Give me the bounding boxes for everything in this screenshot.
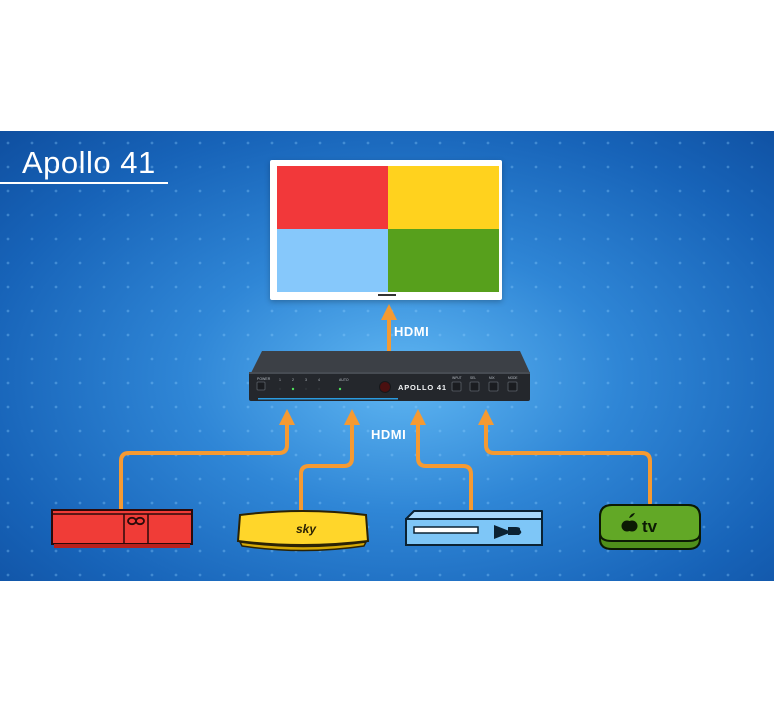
apple-tv: tv [599, 504, 701, 550]
virgin-logo-icon [127, 516, 145, 526]
tv-logo-mark [378, 294, 396, 296]
indicator-label: 2 [292, 378, 294, 382]
screen-quadrant-red [277, 166, 388, 229]
apollo-switcher: POWER 1 2 3 4 AUTO APOLLO 41 INPUT SEL MIX MODE [249, 351, 530, 401]
panel-button [451, 381, 462, 392]
hdmi-input-label: HDMI [371, 427, 407, 442]
indicator-label: 1 [279, 378, 281, 382]
indicator-label: 3 [305, 378, 307, 382]
screen-quadrant-yellow [388, 166, 499, 229]
cable-virgin-box [119, 409, 295, 511]
cable-sky-box [299, 409, 360, 517]
power-button [256, 381, 266, 391]
button-label: INPUT [452, 376, 462, 380]
button-label: SEL [470, 376, 476, 380]
panel-button [469, 381, 480, 392]
apple-logo-icon [621, 513, 638, 532]
tv-display [270, 160, 502, 300]
cable-apple-tv [478, 409, 652, 505]
ir-sensor [379, 381, 391, 393]
indicator-led [317, 387, 321, 391]
hdmi-output-label: HDMI [394, 324, 430, 339]
panel-button [507, 381, 518, 392]
bluray-player [405, 510, 543, 546]
indicator-led [338, 387, 342, 391]
sky-box: sky [236, 510, 370, 552]
title-underline [0, 182, 168, 184]
apple-tv-logo-text: tv [642, 517, 658, 536]
indicator-led [278, 387, 282, 391]
cable-bluray-player [410, 409, 473, 515]
switcher-model-label: APOLLO 41 [398, 383, 447, 392]
screen-quadrant-blue [277, 229, 388, 292]
front-panel-buttons: INPUT SEL MIX MODE [451, 376, 518, 392]
screen-quadrant-green [388, 229, 499, 292]
indicator-led [291, 387, 295, 391]
button-label: MIX [489, 376, 496, 380]
indicator-led [304, 387, 308, 391]
bluray-logo-icon [494, 525, 522, 539]
indicator-label: 4 [318, 378, 320, 382]
virgin-box [51, 509, 193, 548]
sky-logo-icon: sky [296, 522, 317, 536]
button-label: MODE [508, 376, 518, 380]
panel-button [488, 381, 499, 392]
page-title: Apollo 41 [22, 145, 156, 180]
diagram-canvas: Apollo 41 HDMI HDMI POWER 1 2 3 4 AUTO [0, 131, 774, 581]
power-label: POWER [257, 377, 271, 381]
wiring [119, 304, 652, 517]
indicator-label: AUTO [339, 378, 349, 382]
input-indicators: 1 2 3 4 AUTO [278, 378, 349, 391]
